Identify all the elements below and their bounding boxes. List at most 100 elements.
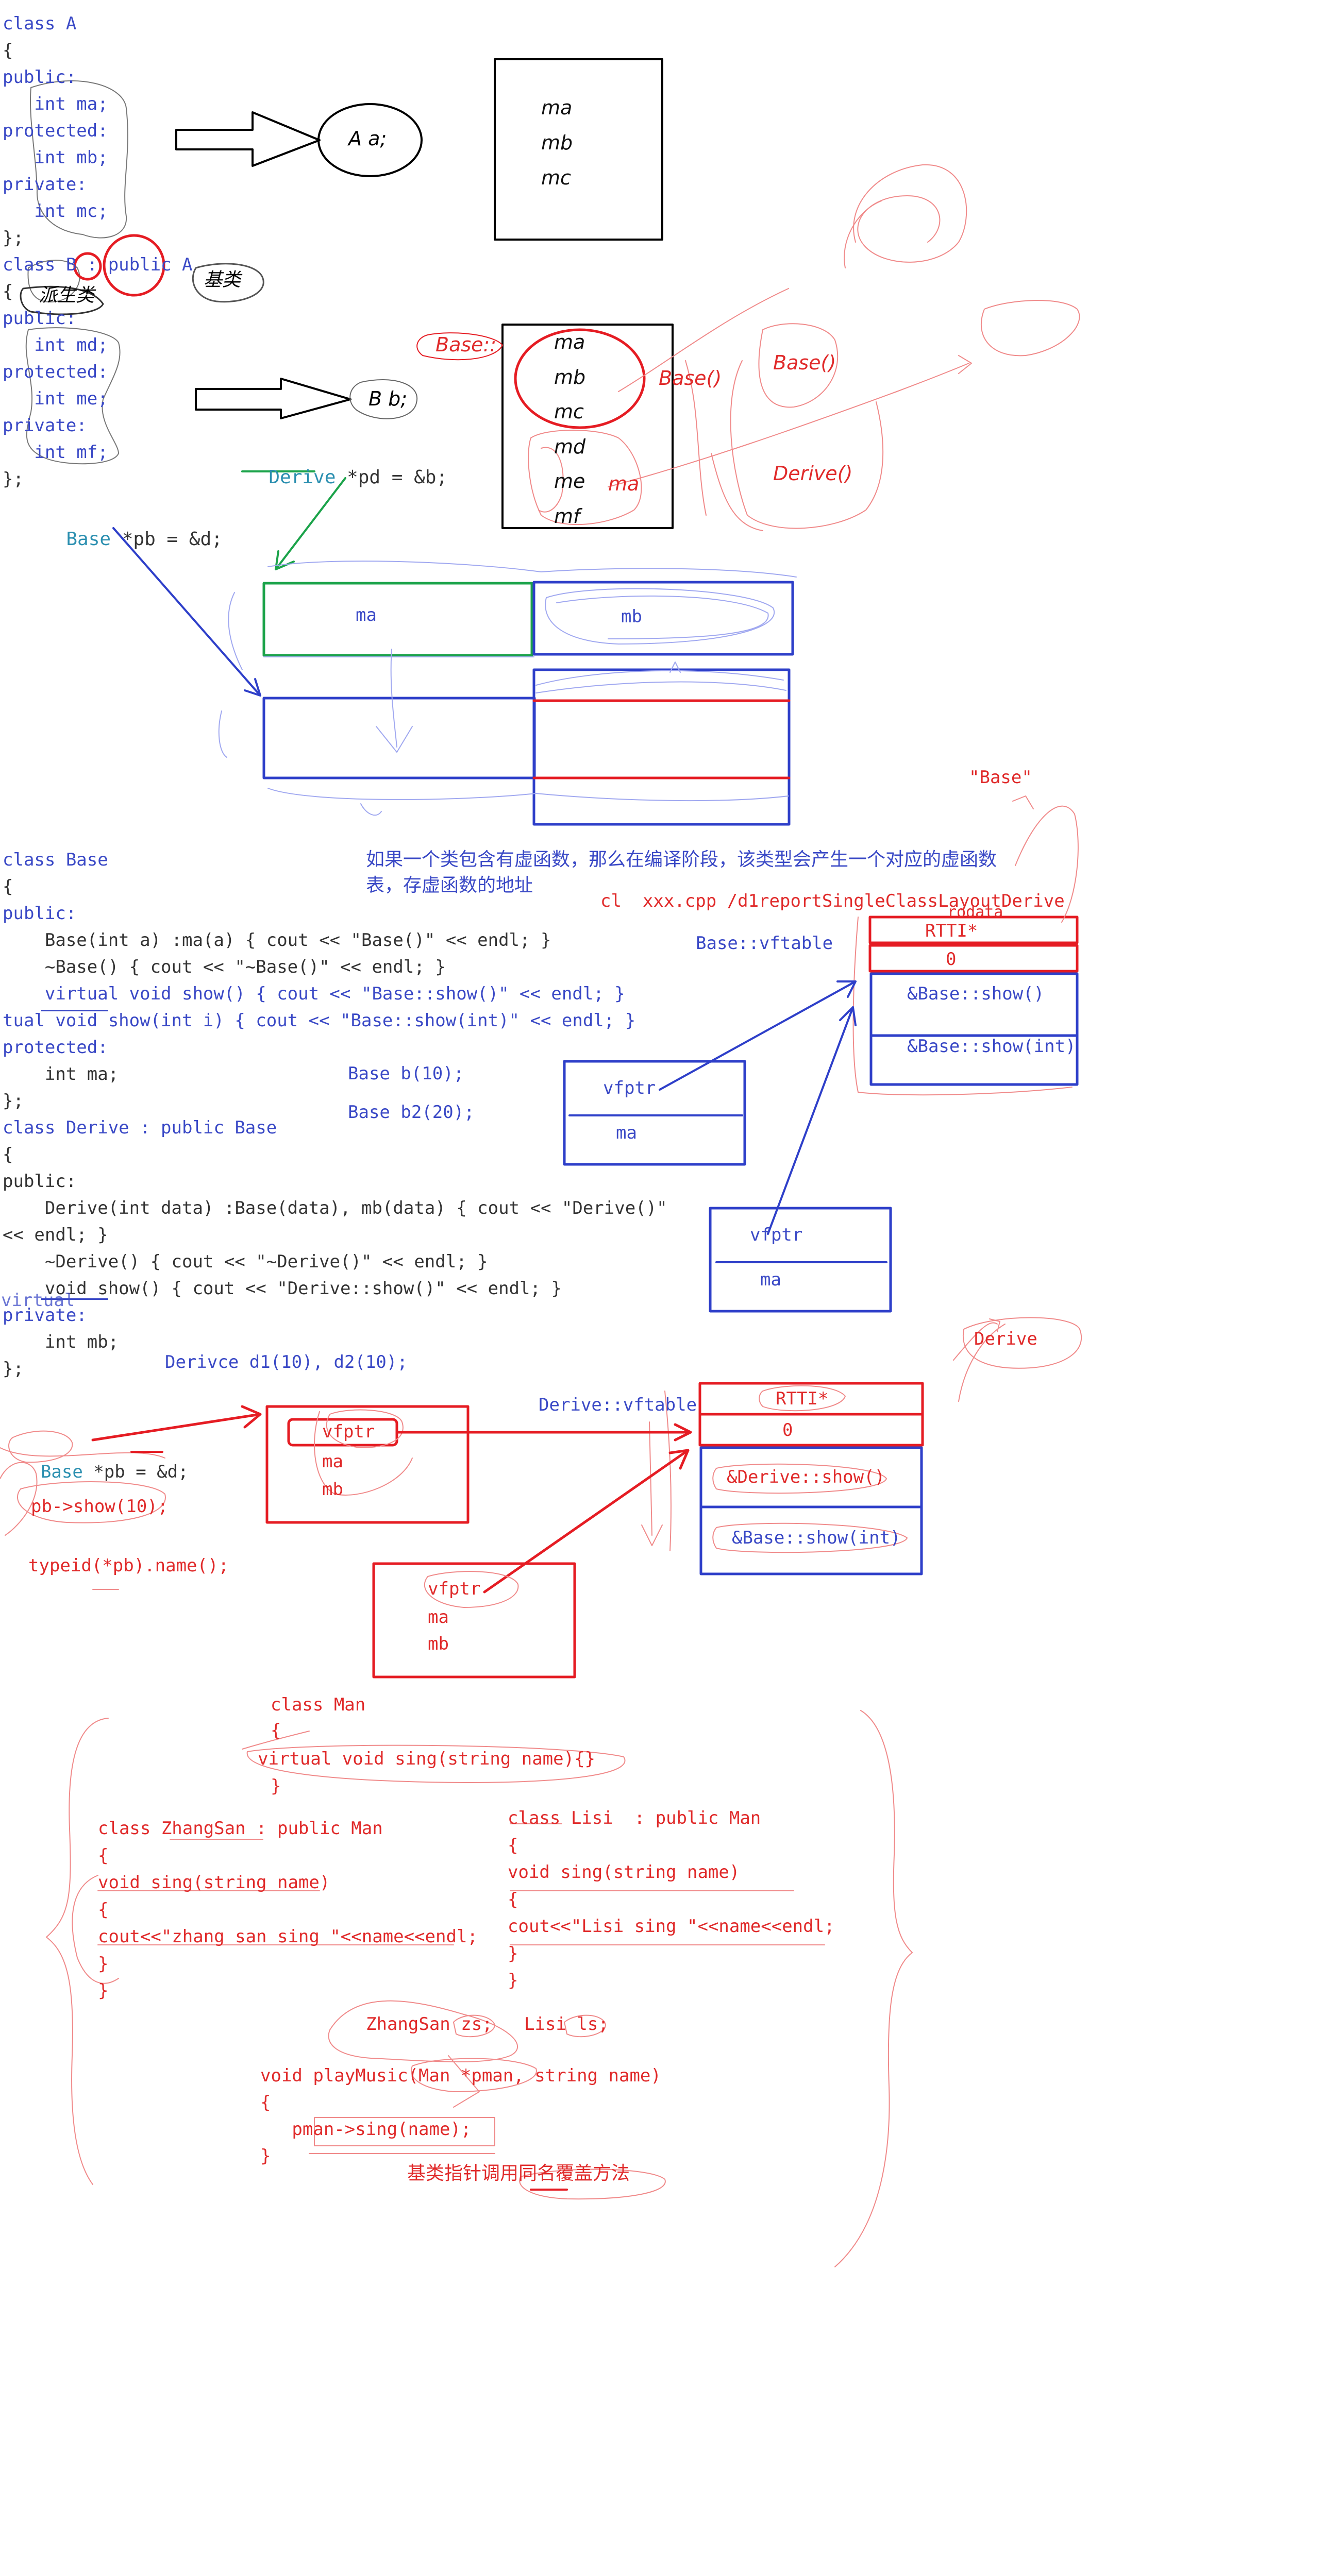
code-a-line: class A: [3, 13, 77, 34]
code-a-line: class B : public A: [3, 255, 193, 275]
circle-public: [103, 234, 165, 297]
base-vftable-rtti: RTTI*: [925, 921, 978, 941]
obj-b-ma: ma: [616, 1123, 637, 1143]
derive-vftable-label: Derive::vftable: [539, 1395, 697, 1415]
code-a-line: int me;: [3, 388, 108, 409]
arrow-pb-to-object: [112, 527, 261, 697]
lisi-code-line: cout<<"Lisi sing "<<name<<endl;: [508, 1916, 835, 1937]
obj-d-ma: ma: [322, 1451, 343, 1472]
code-base-line: public:: [3, 903, 77, 924]
rodata-label: rodata: [947, 903, 1003, 921]
decl-derive-d1-d2: Derivce d1(10), d2(10);: [165, 1352, 408, 1372]
obj-a-ellipse: [317, 103, 423, 177]
box-a-field-line: ma: [541, 96, 573, 119]
code-a-line: int ma;: [3, 94, 108, 114]
left-brace: [46, 1718, 109, 2185]
code-a-line: int mb;: [3, 147, 108, 168]
code-a-line: private:: [3, 174, 87, 195]
underline-void-show: [41, 1298, 108, 1300]
code-base-line: public:: [3, 1171, 77, 1192]
code-a-line: public:: [3, 308, 77, 329]
lisi-code-line: class Lisi : public Man: [508, 1808, 761, 1828]
base-pointer-rest: *pb = &d;: [111, 529, 223, 550]
obj-d2-vfptr: vfptr: [428, 1579, 481, 1599]
man-class-decl: class Man: [271, 1694, 366, 1715]
code-base-line: class Base: [3, 850, 108, 870]
box-b-field-line: me: [554, 470, 585, 493]
obj-b2-ma: ma: [760, 1269, 781, 1290]
zhangsan-code-line: void sing(string name): [98, 1872, 330, 1893]
box-b-field-line: mf: [554, 504, 580, 528]
code-base-line: Derive(int data) :Base(data), mb(data) {…: [3, 1198, 667, 1218]
play-music-line: {: [260, 2092, 271, 2113]
code-a-line: };: [3, 469, 24, 489]
memory-box-b: [501, 324, 674, 529]
code-base-line: << endl; }: [3, 1225, 108, 1245]
lisi-code-line: }: [508, 1943, 518, 1964]
memory-label-mb: mb: [621, 606, 642, 627]
obj-d2-ma: ma: [428, 1607, 449, 1628]
base-vftable-label: Base::vftable: [696, 933, 833, 954]
cl-command: cl xxx.cpp /d1reportSingleClassLayoutDer…: [600, 891, 1065, 911]
obj-d-mb: mb: [322, 1479, 343, 1500]
obj-d-vfptr: vfptr: [322, 1421, 375, 1442]
arrow-to-b-object: [195, 378, 351, 419]
annotation-base-ctor: Base(): [659, 367, 722, 389]
code-base-line: virtual void show() { cout << "Base::sho…: [3, 984, 625, 1004]
code-a-line: {: [3, 281, 13, 302]
box-b-field-line: ma: [554, 331, 585, 353]
code-base-line: };: [3, 1091, 24, 1111]
zhangsan-code-line: }: [98, 1980, 109, 2001]
arrow-pd-to-object: [275, 477, 346, 570]
annotation-base-ctor-2: Base(): [773, 351, 836, 374]
obj-d2-mb: mb: [428, 1634, 449, 1654]
code-a-line: int mf;: [3, 442, 108, 463]
code-base-line: };: [3, 1359, 24, 1379]
box-b-field-line: mc: [554, 400, 584, 423]
zhangsan-code-line: }: [98, 1953, 109, 1974]
base-pointer-line: Base *pb = &d;: [44, 510, 223, 550]
lisi-code-line: }: [508, 1970, 518, 1991]
base-vftable-offset: 0: [946, 949, 957, 970]
zhangsan-code-line: {: [98, 1845, 109, 1866]
code-base-line: class Derive : public Base: [3, 1117, 277, 1138]
code-base-line: {: [3, 1144, 13, 1165]
derive-vftable-offset: 0: [782, 1420, 793, 1440]
zhangsan-code-line: {: [98, 1899, 109, 1920]
play-music-line: pman->sing(name);: [260, 2119, 472, 2140]
base-pb-type: Base: [40, 1462, 83, 1482]
code-base-line: {: [3, 876, 13, 897]
obj-b-blob: [349, 379, 418, 419]
circle-b: [73, 252, 102, 281]
code-a-line: protected:: [3, 121, 108, 141]
object-a-label: A a;: [348, 127, 387, 150]
code-a-line: protected:: [3, 362, 108, 382]
lisi-code-line: void sing(string name): [508, 1862, 740, 1883]
pb-show-call: pb->show(10);: [31, 1496, 169, 1517]
memory-box-a: [494, 58, 663, 241]
obj-b-vfptr: vfptr: [603, 1078, 656, 1098]
code-base-line: int mb;: [3, 1332, 119, 1352]
box-b-field-line: mb: [554, 365, 586, 388]
annotation-derived-class: 派生类: [39, 285, 95, 306]
base-vftable-show-int: &Base::show(int): [907, 1036, 1076, 1057]
code-base-line: private:: [3, 1305, 87, 1326]
annotation-ma: ma: [608, 472, 640, 495]
code-a-line: private:: [3, 415, 87, 436]
polymorphism-note: 基类指针调用同名覆盖方法: [407, 2163, 630, 2184]
zhangsan-code-line: class ZhangSan : public Man: [98, 1818, 383, 1839]
play-music-line: void playMusic(Man *pman, string name): [260, 2065, 661, 2086]
obj-b2-vfptr: vfptr: [750, 1225, 803, 1245]
base-string-label: "Base": [969, 767, 1032, 788]
code-a-line: int mc;: [3, 201, 108, 222]
code-a-line: public:: [3, 67, 77, 88]
code-base-line: ~Derive() { cout << "~Derive()" << endl;…: [3, 1251, 488, 1272]
vtable-note-line-1: 如果一个类包含有虚函数，那么在编译阶段，该类型会产生一个对应的虚函数: [366, 849, 997, 870]
object-b-label: B b;: [368, 387, 408, 410]
code-a-line: };: [3, 228, 24, 248]
base-vftable-show: &Base::show(): [907, 984, 1045, 1004]
arrow-pb-to-d: [91, 1405, 262, 1442]
underline-virtual: [41, 1010, 108, 1011]
box-b-field-line: md: [554, 435, 586, 458]
